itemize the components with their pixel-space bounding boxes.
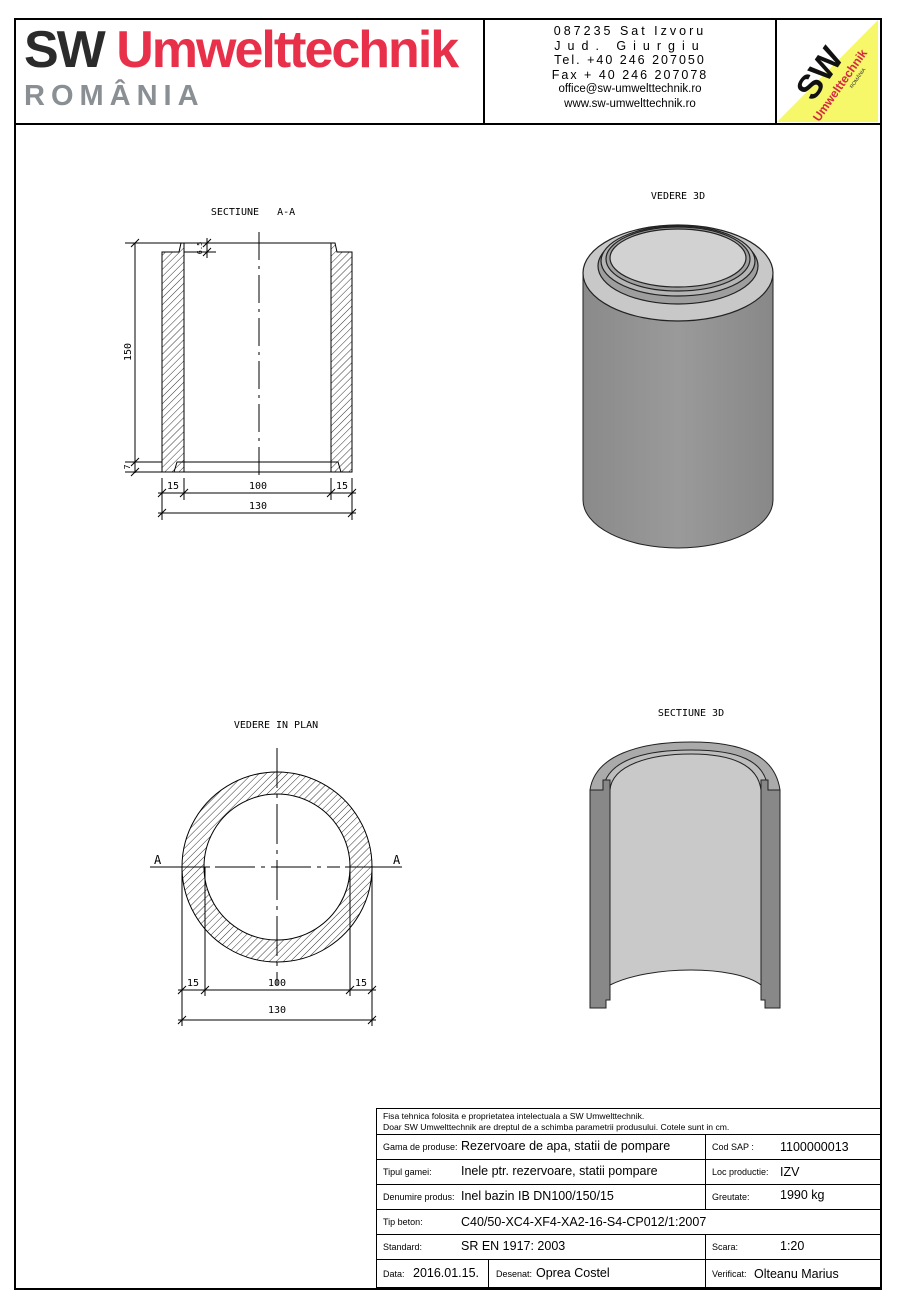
value: C40/50-XC4-XF4-XA2-16-S4-CP012/1:2007 [461,1215,707,1229]
row-gama: Gama de produse: Rezervoare de apa, stat… [377,1134,880,1159]
divider [705,1235,706,1259]
plan-dim-outer: 130 [268,1005,286,1016]
value: 1:20 [780,1239,805,1253]
label: Cod SAP : [712,1142,754,1152]
fax: Fax + 40 246 207078 [551,67,709,82]
plan-dim-wall-right: 15 [355,978,367,989]
header [14,18,880,125]
logo-sw: SW [24,21,106,79]
plan-view: VEDERE IN PLAN A A 15 100 15 130 [150,720,402,1026]
row-standard: Standard: SR EN 1917: 2003 Scara: 1:20 [377,1234,880,1259]
row-tip-gamei: Tipul gamei: Inele ptr. rezervoare, stat… [377,1159,880,1184]
header-divider [483,18,485,123]
dim-wall-right: 15 [336,481,348,492]
label: Loc productie: [712,1167,769,1177]
dim-top: 6.5 [196,242,204,255]
value: Olteanu Marius [754,1267,839,1281]
notice-line: Fisa tehnica folosita e proprietatea int… [383,1111,645,1121]
notice: Fisa tehnica folosita e proprietatea int… [383,1111,729,1133]
row-beton: Tip beton: C40/50-XC4-XF4-XA2-16-S4-CP01… [377,1209,880,1234]
plan-dim-inner: 100 [268,978,286,989]
label: Scara: [712,1242,739,1252]
value: Rezervoare de apa, statii de pompare [461,1139,671,1153]
label: Tipul gamei: [383,1167,432,1177]
email-link[interactable]: office@sw-umwelttechnik.ro [558,83,702,96]
cut-label-right: A [393,853,401,867]
label: Data: [383,1269,405,1279]
header-divider [775,18,777,123]
logo-country: ROMÂNIA [24,80,205,112]
divider [705,1185,706,1209]
label: Standard: [383,1242,423,1252]
divider [488,1260,489,1287]
label: Desenat: [496,1269,533,1279]
badge-logo: SW Umwelttechnik ROMÂNIA [777,20,878,122]
page-frame [14,18,882,1290]
label: Greutate: [712,1192,750,1202]
value: Inele ptr. rezervoare, statii pompare [461,1164,658,1178]
label: Gama de produse: [383,1142,458,1152]
view-3d-title: VEDERE 3D [651,191,705,202]
value: 2016.01.15. [413,1266,480,1280]
dim-inner: 100 [249,481,267,492]
view-3d: VEDERE 3D [582,191,774,549]
section-3d-title: SECTIUNE 3D [658,708,724,719]
label: Verificat: [712,1269,747,1279]
dim-outer: 130 [249,501,267,512]
logo-umwelttechnik: Umwelttechnik [116,21,459,79]
row-denumire: Denumire produs: Inel bazin IB DN100/150… [377,1184,880,1209]
value: 1990 kg [780,1188,825,1202]
title-block: Fisa tehnica folosita e proprietatea int… [376,1108,880,1288]
notice-line: Doar SW Umwelttechnik are dreptul de a s… [383,1122,730,1132]
plan-dim-wall-left: 15 [187,978,199,989]
contact-info: 087235 Sat Izvoru Jud. Giurgiu Tel. +40 … [486,24,774,112]
plan-title: VEDERE IN PLAN [234,720,318,731]
value: 1100000013 [780,1140,849,1154]
section-aa-title: SECTIUNE A-A [211,207,295,218]
value: IZV [780,1165,800,1179]
section-aa-view: SECTIUNE A-A 150 6.5 7 [123,207,357,520]
divider [705,1160,706,1184]
dim-bottom: 7 [123,464,132,469]
value: SR EN 1917: 2003 [461,1239,566,1253]
address-line: 087235 Sat Izvoru [553,24,707,38]
address-line: Jud. Giurgiu [554,38,706,53]
cut-label-left: A [154,853,162,867]
dim-wall-left: 15 [167,481,179,492]
dim-height: 150 [123,343,134,361]
label: Tip beton: [383,1217,423,1227]
phone: Tel. +40 246 207050 [554,53,706,68]
divider [705,1260,706,1287]
row-signatures: Data: 2016.01.15. Desenat: Oprea Costel … [377,1259,880,1288]
divider [705,1135,706,1159]
value: Inel bazin IB DN100/150/15 [461,1189,614,1203]
company-logo: SW Umwelttechnik [24,20,459,80]
label: Denumire produs: [383,1192,455,1202]
website-link[interactable]: www.sw-umwelttechnik.ro [564,97,696,110]
value: Oprea Costel [536,1266,610,1280]
section-3d-view: SECTIUNE 3D [589,708,781,1009]
